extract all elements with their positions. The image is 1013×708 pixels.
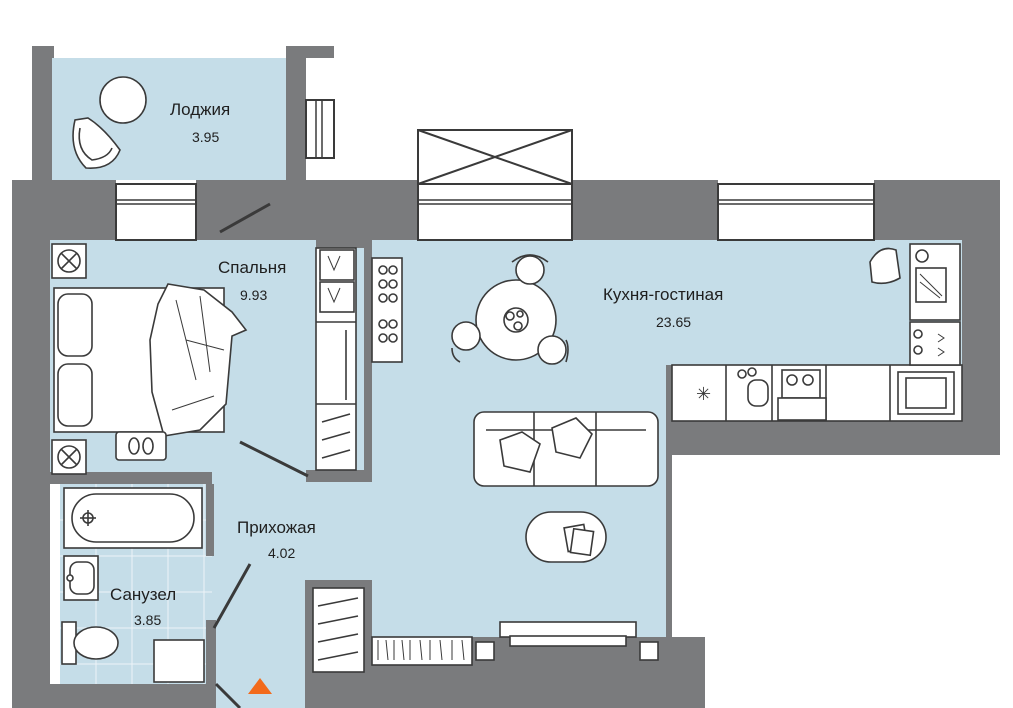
desk-chair [869, 247, 901, 285]
door-bathroom [212, 563, 252, 629]
sink-small [747, 379, 769, 407]
room-area-bathroom: 3.85 [134, 612, 162, 628]
fridge [909, 321, 961, 366]
svg-text:✳: ✳ [696, 384, 711, 404]
cushion-left [499, 431, 541, 473]
loggia-armchair [72, 117, 121, 169]
window-kitchen-right [717, 183, 875, 241]
hob [781, 369, 821, 399]
washing-machine [153, 639, 205, 683]
windows [115, 99, 875, 241]
room-name-bathroom: Санузел [110, 585, 177, 604]
chair-right [537, 335, 567, 365]
shelf-box-2 [639, 641, 659, 661]
window-kitchen-left [417, 183, 573, 241]
balcony-box [417, 129, 573, 185]
toilet-bowl [73, 626, 119, 660]
furniture: ✳ [51, 76, 963, 683]
cushion-right [551, 417, 593, 459]
tv [509, 635, 627, 647]
room-name-kitchen: Кухня-гостиная [603, 285, 724, 304]
room-area-kitchen: 23.65 [656, 314, 692, 330]
window-bedroom [115, 183, 197, 241]
bookshelf [371, 636, 473, 666]
room-area-hallway: 4.02 [268, 545, 296, 561]
loggia-round-table [99, 76, 147, 124]
entrance-triangle-up-icon [248, 678, 272, 694]
room-area-bedroom: 9.93 [240, 287, 268, 303]
slippers-mat [115, 431, 167, 461]
appliance-column [371, 257, 403, 363]
shelf-box-1 [475, 641, 495, 661]
door-bedroom [239, 440, 309, 478]
chair-left [451, 321, 481, 351]
walls [12, 46, 1000, 708]
window-loggia-side [305, 99, 335, 159]
doors [212, 202, 309, 708]
chair-top [515, 255, 545, 285]
door-loggia [219, 202, 271, 234]
floor-living [370, 365, 666, 637]
door-entrance [214, 682, 242, 708]
room-name-loggia: Лоджия [170, 100, 231, 119]
room-area-loggia: 3.95 [192, 129, 220, 145]
blanket [149, 283, 248, 437]
room-name-bedroom: Спальня [218, 258, 287, 277]
tv-stand [499, 621, 637, 638]
room-name-hallway: Прихожая [237, 518, 316, 537]
